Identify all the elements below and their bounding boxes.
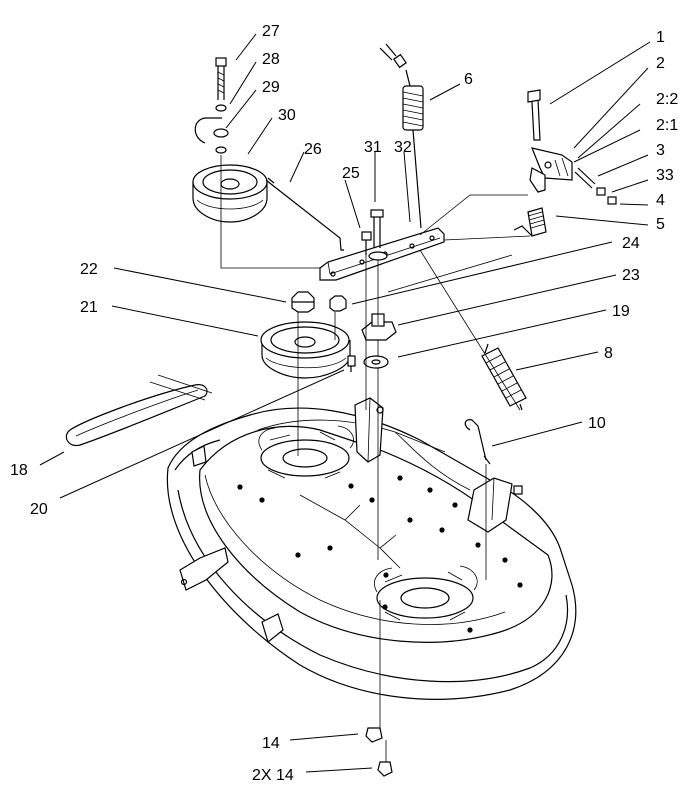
- callout-26: 26: [304, 141, 322, 158]
- deck-pulley: [260, 321, 351, 379]
- mower-belt: [65, 374, 213, 447]
- control-rod: [265, 177, 344, 251]
- engagement-lever-assembly: [513, 89, 617, 237]
- mower-deck-housing: [166, 407, 577, 700]
- callout-4: 4: [656, 192, 665, 209]
- callout-labels: 27 28 29 30 26 25 31 32 6 1 2 2:2 2:1 3 …: [10, 23, 678, 784]
- nut-24: [329, 295, 347, 312]
- callout-33: 33: [656, 167, 674, 184]
- idler-pulley: [192, 164, 268, 223]
- callout-2-2: 2:2: [656, 91, 678, 108]
- bolt-31: [368, 209, 388, 261]
- bolt-20: [347, 355, 356, 372]
- callout-6: 6: [464, 71, 473, 88]
- nut-22: [291, 291, 315, 313]
- callout-2: 2: [656, 55, 665, 72]
- callout-22: 22: [80, 261, 98, 278]
- callout-2x-14: 2X 14: [252, 767, 294, 784]
- hook-10: [464, 419, 491, 465]
- callout-20: 20: [30, 501, 48, 518]
- callout-28: 28: [262, 51, 280, 68]
- callout-14: 14: [262, 735, 280, 752]
- callout-32: 32: [394, 139, 412, 156]
- callout-3: 3: [656, 142, 665, 159]
- callout-29: 29: [262, 79, 280, 96]
- callout-24: 24: [622, 235, 640, 252]
- callout-31: 31: [364, 139, 382, 156]
- callout-5: 5: [656, 216, 665, 233]
- callout-23: 23: [622, 267, 640, 284]
- callout-1: 1: [656, 29, 665, 46]
- callout-30: 30: [278, 107, 296, 124]
- callout-2-1: 2:1: [656, 117, 678, 134]
- assembly-center-lines: [220, 155, 531, 762]
- callout-27: 27: [262, 23, 280, 40]
- callout-18: 18: [10, 462, 28, 479]
- callout-10: 10: [588, 415, 606, 432]
- callout-21: 21: [80, 299, 98, 316]
- idler-bracket-on-deck: [354, 397, 384, 463]
- right-deck-bracket: [467, 477, 523, 533]
- callout-25: 25: [342, 165, 360, 182]
- bolt-and-washers: [194, 57, 229, 154]
- spring-8: [481, 343, 527, 411]
- bushing-23: [361, 313, 397, 341]
- nut-14: [365, 727, 383, 743]
- nut-2x14: [377, 761, 393, 777]
- washer-19: [363, 355, 389, 369]
- leader-lines: [39, 33, 651, 773]
- spring-6: [379, 43, 424, 229]
- callout-19: 19: [612, 303, 630, 320]
- callout-8: 8: [604, 345, 613, 362]
